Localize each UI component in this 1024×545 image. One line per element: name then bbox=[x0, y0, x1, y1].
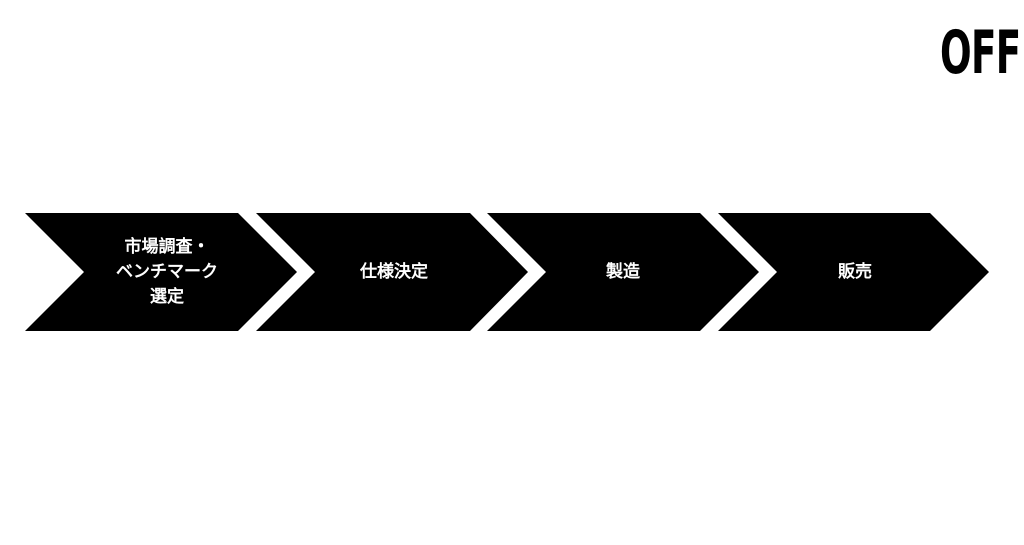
process-step-label-sales: 販売 bbox=[780, 213, 930, 331]
step-label-line: 選定 bbox=[150, 286, 184, 307]
step-label-line: 販売 bbox=[838, 261, 872, 282]
process-step-label-market-research: 市場調査・ ベンチマーク 選定 bbox=[92, 213, 242, 331]
process-step-arrow bbox=[718, 213, 989, 331]
step-label-line: 仕様決定 bbox=[360, 261, 428, 282]
step-label-line: 市場調査・ bbox=[124, 236, 210, 257]
step-label-line: ベンチマーク bbox=[116, 261, 218, 282]
step-label-line: 製造 bbox=[606, 261, 640, 282]
process-step-arrow bbox=[487, 213, 759, 331]
process-step-arrow bbox=[25, 213, 297, 331]
process-step-arrow bbox=[256, 213, 528, 331]
process-step-label-manufacturing: 製造 bbox=[548, 213, 698, 331]
process-step-label-specification: 仕様決定 bbox=[319, 213, 469, 331]
